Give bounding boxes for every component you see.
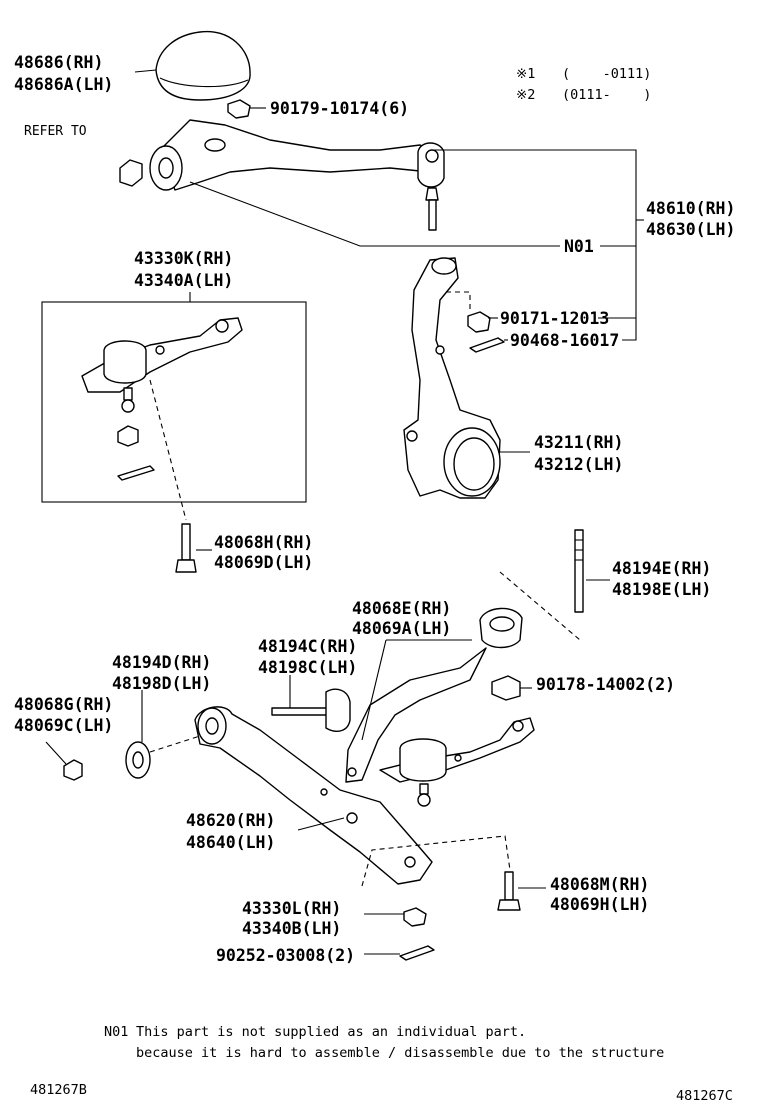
label-nut-g-rh: 48068G(RH) bbox=[14, 695, 113, 714]
label-cotter-lower: 90252-03008(2) bbox=[216, 946, 355, 965]
label-nut-g-lh: 48069C(LH) bbox=[14, 716, 113, 735]
knuckle-part bbox=[403, 257, 501, 499]
label-ball-joint-lh: 43340A(LH) bbox=[134, 271, 233, 290]
diagram-id-left: 481267B bbox=[30, 1082, 87, 1098]
ball-joint-part bbox=[81, 317, 243, 481]
bolt-a-part bbox=[175, 523, 197, 573]
ball-joint-box bbox=[41, 301, 307, 503]
label-washer-d-rh: 48194D(RH) bbox=[112, 653, 211, 672]
label-nut-strut: 90178-14002(2) bbox=[536, 675, 675, 694]
label-nut-l-lh: 43340B(LH) bbox=[242, 919, 341, 938]
label-bolt-a-lh: 48069D(LH) bbox=[214, 553, 313, 572]
label-nut-l-rh: 43330L(RH) bbox=[242, 899, 341, 918]
footnote-line2: because it is hard to assemble / disasse… bbox=[136, 1045, 664, 1061]
cotter-knuckle-part bbox=[469, 337, 505, 353]
note2-mark: ※2 bbox=[516, 87, 535, 103]
label-lower-arm-lh: 48640(LH) bbox=[186, 833, 275, 852]
label-upper-arm-lh: 48630(LH) bbox=[646, 220, 735, 239]
stud-part bbox=[574, 529, 584, 613]
label-bolt-m-lh: 48069H(LH) bbox=[550, 895, 649, 914]
washer-d-part bbox=[125, 741, 151, 779]
bolt-m-part bbox=[497, 871, 521, 911]
label-boot-rh: 48686(RH) bbox=[14, 53, 103, 72]
footnote-code: N01 bbox=[104, 1024, 128, 1040]
nut-upper-part bbox=[227, 99, 251, 119]
label-knuckle-lh: 43212(LH) bbox=[534, 455, 623, 474]
note1-range: ( -0111) bbox=[562, 66, 651, 82]
lower-ball-joint-part bbox=[379, 717, 535, 807]
label-ball-joint-rh: 43330K(RH) bbox=[134, 249, 233, 268]
nut-l-part bbox=[403, 907, 427, 927]
lower-arm-part bbox=[194, 706, 433, 885]
label-strut-lh: 48069A(LH) bbox=[352, 619, 451, 638]
label-stud-rh: 48194E(RH) bbox=[612, 559, 711, 578]
label-n01: N01 bbox=[564, 237, 594, 256]
label-washer-c-lh: 48198C(LH) bbox=[258, 658, 357, 677]
boot-part bbox=[155, 30, 251, 101]
label-refer-to: REFER TO bbox=[24, 124, 87, 139]
nut-strut-part bbox=[491, 675, 521, 701]
refer-nut-part bbox=[119, 159, 143, 187]
note1-mark: ※1 bbox=[516, 66, 535, 82]
label-knuckle-rh: 43211(RH) bbox=[534, 433, 623, 452]
label-boot-lh: 48686A(LH) bbox=[14, 75, 113, 94]
label-strut-rh: 48068E(RH) bbox=[352, 599, 451, 618]
label-washer-c-rh: 48194C(RH) bbox=[258, 637, 357, 656]
upper-arm-part bbox=[149, 119, 445, 231]
label-bolt-m-rh: 48068M(RH) bbox=[550, 875, 649, 894]
label-nut-knuckle: 90171-12013 bbox=[500, 309, 609, 328]
cotter-lower-part bbox=[399, 945, 435, 961]
label-stud-lh: 48198E(LH) bbox=[612, 580, 711, 599]
nut-knuckle-part bbox=[467, 311, 491, 333]
nut-g-part bbox=[63, 759, 83, 781]
label-nut-upper: 90179-10174(6) bbox=[270, 99, 409, 118]
strut-rod-part bbox=[345, 607, 523, 783]
label-lower-arm-rh: 48620(RH) bbox=[186, 811, 275, 830]
diagram-id-right: 481267C bbox=[676, 1088, 733, 1104]
footnote-line1: This part is not supplied as an individu… bbox=[136, 1024, 526, 1040]
label-washer-d-lh: 48198D(LH) bbox=[112, 674, 211, 693]
label-upper-arm-rh: 48610(RH) bbox=[646, 199, 735, 218]
label-bolt-a-rh: 48068H(RH) bbox=[214, 533, 313, 552]
washer-c-part bbox=[271, 688, 351, 732]
note2-range: (0111- ) bbox=[562, 87, 651, 103]
label-cotter-knuckle: 90468-16017 bbox=[510, 331, 619, 350]
